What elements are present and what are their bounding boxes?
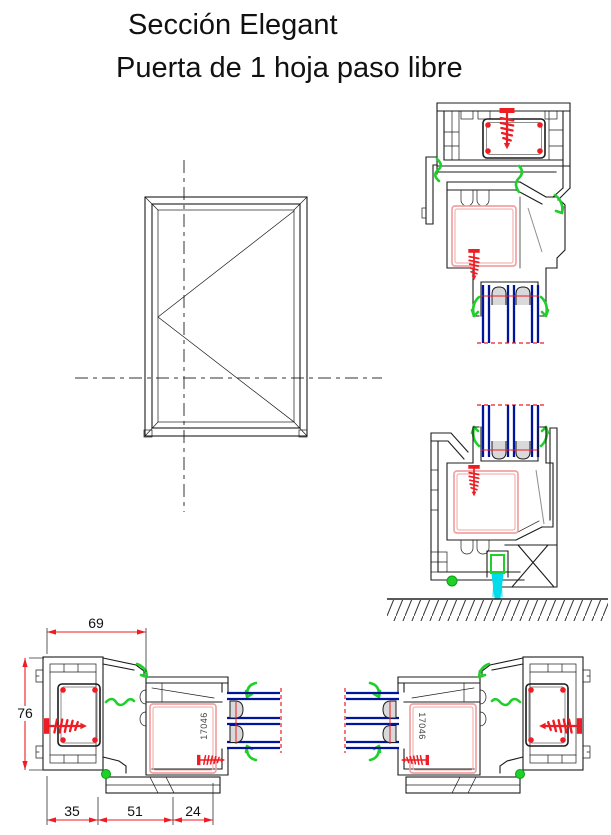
plan-section-right xyxy=(345,657,590,793)
profile-number-label-right: 17046 xyxy=(417,712,427,740)
dimension-left-height: 76 xyxy=(12,657,44,771)
drawing-title-line2: Puerta de 1 hoja paso libre xyxy=(116,52,463,84)
ground-hatch xyxy=(387,598,608,621)
door-elevation xyxy=(75,160,382,512)
screw-icon xyxy=(467,464,481,498)
dimension-top-width: 69 xyxy=(46,615,147,672)
drawing-title-line1: Sección Elegant xyxy=(128,9,338,41)
sill-section-detail xyxy=(387,404,608,621)
dim-label-51: 51 xyxy=(127,803,143,819)
brush-seal xyxy=(491,573,504,599)
dim-label-24: 24 xyxy=(185,803,201,819)
head-section-detail xyxy=(421,102,571,344)
opening-direction-lines xyxy=(157,210,295,423)
dimension-bottom-segments: 35 51 24 xyxy=(46,776,214,825)
triple-glazing-bottom xyxy=(477,404,544,460)
dim-label-35: 35 xyxy=(64,803,80,819)
sash-reinforcement-outline xyxy=(453,470,519,534)
profile-number-label-left: 17046 xyxy=(199,712,209,740)
steel-reinforcement-head xyxy=(482,118,546,159)
plan-section-left xyxy=(36,657,281,793)
screw-icon xyxy=(467,248,481,282)
screw-icon xyxy=(498,106,516,151)
dim-label-69: 69 xyxy=(88,615,104,631)
triple-glazing-top xyxy=(477,285,544,344)
sash-reinforcement-outline xyxy=(451,205,517,267)
dim-label-76: 76 xyxy=(17,705,33,721)
brush-holder xyxy=(490,554,505,574)
gasket-dot xyxy=(446,575,458,587)
gasket-mark xyxy=(433,157,443,183)
